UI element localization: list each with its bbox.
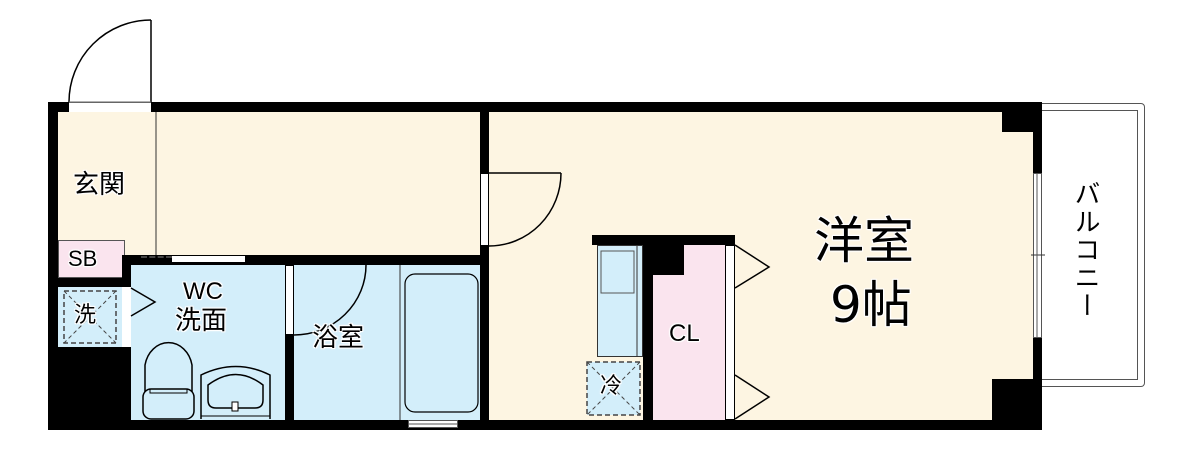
closet-label: CL bbox=[669, 320, 700, 347]
entrance-label: 玄関 bbox=[73, 170, 126, 200]
balcony-inner-rail bbox=[1042, 110, 1138, 380]
wall-sb-right bbox=[122, 255, 131, 288]
washer-icon bbox=[63, 290, 117, 344]
wash-basin-icon bbox=[200, 365, 271, 419]
wall-under-sb bbox=[48, 278, 131, 287]
wall-wc-bath-top bbox=[285, 255, 294, 265]
wall-kitchen-top bbox=[592, 235, 735, 245]
western-room-label: 洋室 bbox=[814, 212, 914, 270]
western-room-size: 9帖 bbox=[830, 276, 912, 334]
fridge-icon bbox=[586, 361, 641, 416]
closet-door-frame[interactable] bbox=[725, 245, 735, 420]
room-door-icon bbox=[488, 172, 562, 247]
washer-door-opening[interactable] bbox=[122, 287, 131, 347]
western-room-floor bbox=[489, 112, 1033, 420]
bath-floor bbox=[294, 265, 480, 420]
washer-folding-door-icon bbox=[130, 287, 157, 317]
wall-bottom bbox=[48, 420, 1042, 430]
shoe-box bbox=[58, 240, 125, 278]
closet-folding-door-icon bbox=[734, 244, 771, 289]
closet-folding-door-icon bbox=[734, 374, 771, 420]
room-door-opening[interactable] bbox=[480, 173, 489, 246]
kitchen-counter bbox=[597, 245, 643, 357]
bath-door-opening[interactable] bbox=[285, 265, 294, 335]
hallway-floor bbox=[58, 112, 480, 255]
wall-top bbox=[151, 102, 1042, 112]
wall-closet-stub bbox=[653, 245, 684, 275]
wall-top-left bbox=[48, 102, 69, 112]
wash-room-label: 洗面 bbox=[175, 306, 228, 336]
entrance-door-icon bbox=[68, 19, 152, 103]
column-bottom-right bbox=[992, 379, 1042, 430]
balcony-label: バルコニー bbox=[1070, 180, 1100, 320]
wc-sliding-track bbox=[141, 256, 172, 258]
wall-wc-bath bbox=[285, 335, 294, 420]
washer-label: 洗 bbox=[74, 303, 97, 328]
wall-kitchen-column bbox=[643, 245, 653, 420]
wall-pillar-lower-left bbox=[48, 347, 131, 430]
column-top-right bbox=[1002, 102, 1042, 132]
bath-label: 浴室 bbox=[312, 323, 365, 353]
wc-sliding-door[interactable] bbox=[172, 256, 245, 262]
bath-door-icon bbox=[293, 264, 367, 336]
wall-wet-top bbox=[122, 255, 489, 265]
wc-label: WC bbox=[183, 278, 223, 305]
fridge-label: 冷 bbox=[600, 374, 623, 399]
balcony bbox=[1042, 103, 1145, 387]
shoe-box-label: SB bbox=[68, 246, 98, 271]
wall-left bbox=[48, 102, 58, 430]
toilet-icon bbox=[142, 341, 195, 420]
kitchen-sink-icon bbox=[600, 250, 635, 294]
bathtub-icon bbox=[399, 265, 479, 420]
